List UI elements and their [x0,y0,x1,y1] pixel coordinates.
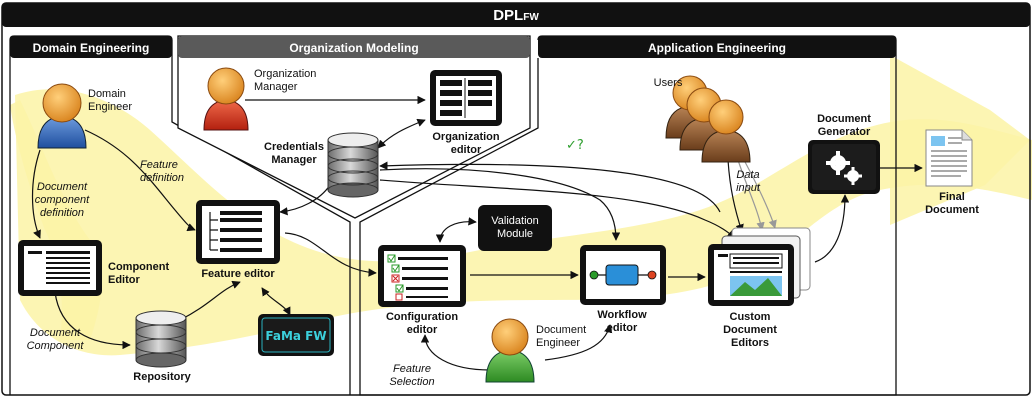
organization-modeling-title: Organization Modeling [289,41,418,55]
feature-editor-node [196,200,280,264]
application-engineering-panel: Application Engineering [359,35,897,396]
label-check: ✓? [566,138,584,153]
fama-fw-node: FaMa FW [258,314,334,356]
component-editor-node [18,240,102,296]
edge-docengineer-to-workflow [544,324,613,361]
workflow-editor-node [580,245,666,305]
edge-domain-to-feature [84,129,196,232]
edge-component-to-repository [54,291,131,350]
doc-generator-node [808,140,880,194]
config-editor-node [378,245,466,307]
edge-credentials-to-workflow [379,168,621,241]
edge-repository-to-feature [179,280,241,321]
org-editor-node [430,70,502,126]
gears-icon [826,151,862,185]
edge-config-validation [435,217,477,243]
edge-credentials-to-editors [379,179,736,239]
edge-domain-to-component [31,149,41,239]
domain-engineering-panel: Domain Engineering [9,35,351,395]
org-manager-actor [203,67,249,131]
users-label: Users [654,77,683,89]
doc-engineer-actor [485,318,535,383]
custom-editors-node [708,227,811,306]
credentials-db-icon [327,132,379,198]
edge-docengineer-to-config [420,334,491,371]
dplfw-header [2,3,1030,27]
edge-users-to-editors-2 [737,159,765,231]
edges [31,95,923,371]
edge-credentials-to-feature [279,184,331,216]
edge-users-to-editors-3 [743,159,777,229]
users-actor [665,75,751,163]
application-engineering-title: Application Engineering [648,41,786,55]
edge-credentials-orgeditor [377,118,426,149]
feature-editor-label: Feature editor [201,268,275,280]
repository-label: Repository [133,371,191,383]
edge-fama-feature [261,287,291,316]
dplfw-title: DPLFW [493,7,539,24]
final-document-icon [925,129,973,187]
edge-users-to-editors-1 [727,159,744,233]
domain-engineer-actor [37,83,87,149]
edge-editors-to-generator [814,194,850,263]
edge-editors-to-credentials [379,161,721,213]
edge-feature-to-config [284,232,377,277]
repository-db-icon [135,310,187,368]
fama-fw-label: FaMa FW [265,329,326,343]
domain-engineering-title: Domain Engineering [33,41,150,55]
